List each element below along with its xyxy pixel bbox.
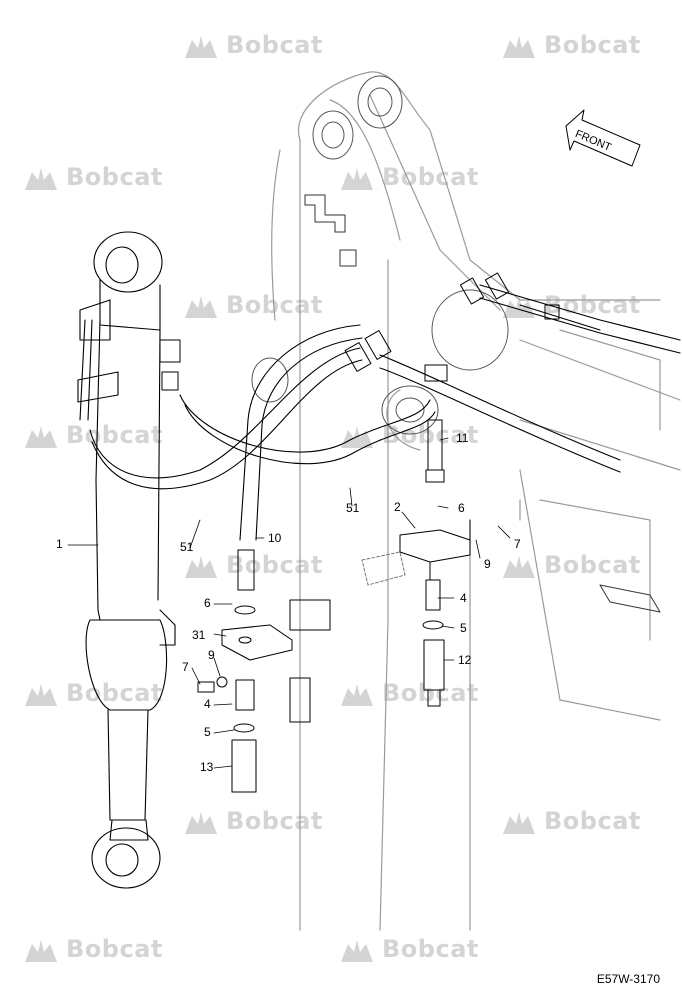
callout-10: 10 — [268, 531, 282, 545]
callout-6: 6 — [204, 596, 211, 610]
bobcat-watermark: Bobcat — [182, 806, 323, 838]
fittings — [159, 272, 560, 483]
callout-5: 5 — [204, 725, 211, 739]
bobcat-logo-icon — [503, 296, 535, 318]
bobcat-logo-icon — [503, 36, 535, 58]
callout-4: 4 — [460, 591, 467, 605]
bobcat-logo-icon — [25, 168, 57, 190]
bobcat-watermark: Bobcat — [22, 420, 163, 452]
bobcat-watermark: Bobcat — [182, 550, 323, 582]
bobcat-watermark: Bobcat — [22, 934, 163, 966]
bobcat-logo-icon — [185, 556, 217, 578]
boom-outline — [271, 71, 681, 931]
callout-5: 5 — [460, 621, 467, 635]
callout-13: 13 — [200, 760, 214, 774]
callout-1: 1 — [56, 537, 63, 551]
bobcat-logo-icon — [25, 684, 57, 706]
bobcat-watermark: Bobcat — [500, 806, 641, 838]
callout-11: 11 — [456, 431, 469, 445]
callout-9: 9 — [208, 648, 215, 662]
bobcat-watermark: Bobcat — [22, 678, 163, 710]
bobcat-watermark: Bobcat — [500, 290, 641, 322]
callout-31: 31 — [192, 628, 206, 642]
bobcat-logo-icon — [25, 940, 57, 962]
hidden-block-outline — [361, 551, 406, 586]
callout-51: 51 — [180, 540, 194, 554]
callout-51: 51 — [346, 501, 360, 515]
bobcat-logo-icon — [25, 426, 57, 448]
bracket-31 — [221, 599, 331, 723]
bobcat-watermark: Bobcat — [182, 30, 323, 62]
bobcat-logo-icon — [341, 684, 373, 706]
bobcat-logo-icon — [503, 556, 535, 578]
bracket-2 — [399, 519, 471, 581]
bobcat-logo-icon — [185, 296, 217, 318]
front-arrow-icon — [565, 109, 641, 167]
bobcat-logo-icon — [185, 812, 217, 834]
callout-7: 7 — [514, 537, 521, 551]
drawing-code: E57W-3170 — [596, 972, 660, 986]
boom-brackets — [304, 194, 661, 613]
bobcat-watermark: Bobcat — [22, 162, 163, 194]
callout-6: 6 — [458, 501, 465, 515]
boom-pivot-bosses — [251, 75, 509, 435]
callout-12: 12 — [458, 653, 472, 667]
cylinder — [77, 231, 176, 889]
callout-2: 2 — [394, 500, 401, 514]
bobcat-watermark: Bobcat — [338, 162, 479, 194]
bobcat-watermark: Bobcat — [500, 550, 641, 582]
leader-lines — [67, 437, 511, 769]
callout-7: 7 — [182, 660, 189, 674]
callout-4: 4 — [204, 697, 211, 711]
bobcat-watermark: Bobcat — [338, 678, 479, 710]
bobcat-logo-icon — [503, 812, 535, 834]
fitting-stack-left — [197, 549, 257, 793]
fitting-stack-right — [422, 579, 445, 707]
hydraulic-hoses — [89, 284, 681, 541]
bobcat-watermark: Bobcat — [500, 30, 641, 62]
bobcat-logo-icon — [341, 168, 373, 190]
callout-9: 9 — [484, 557, 491, 571]
bobcat-watermark: Bobcat — [338, 934, 479, 966]
bobcat-logo-icon — [185, 36, 217, 58]
bobcat-logo-icon — [341, 940, 373, 962]
bobcat-watermark: Bobcat — [338, 420, 479, 452]
